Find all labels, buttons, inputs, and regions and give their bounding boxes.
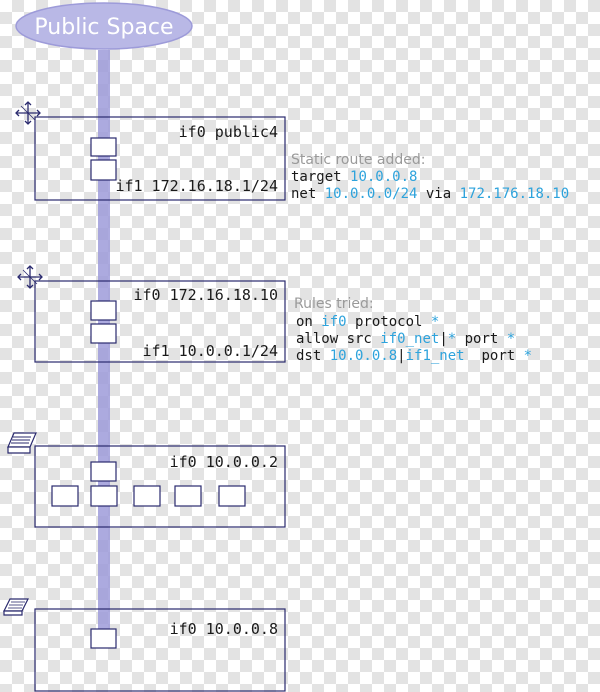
port-if0 [90,461,117,482]
note-segment: * [507,331,515,347]
node-router-2[interactable]: if0 172.16.18.10 if1 10.0.0.1/24 [34,280,286,363]
note-segment: 10.0.0.0/24 [325,186,418,202]
switch-port [218,485,246,507]
note-title: Static route added: [291,152,426,168]
note-segment: if0 [321,314,346,330]
node-label-if0: if0 10.0.0.8 [170,620,278,638]
note-segment: if1_net [406,348,465,364]
node-box [34,280,286,363]
note-segment: if0_net [380,331,439,347]
note-segment: * [448,331,456,347]
note-segment: protocol [347,314,431,330]
note-segment: port [465,348,524,364]
switch-icon [7,432,37,454]
note-segment: * [431,314,439,330]
node-label-if0: if0 public4 [179,123,278,141]
node-label-if1: if1 172.16.18.1/24 [115,177,278,195]
node-box [34,608,286,692]
port-if1 [90,159,117,181]
note-segment: allow src [296,331,380,347]
note-segment: | [397,348,405,364]
note-segment: target [291,169,350,185]
note-line-target: target 10.0.0.8 [291,169,417,185]
port-if0 [90,300,117,321]
note-line-dst: dst 10.0.0.8|if1_net port * [296,348,532,364]
cloud-label: Public Space [34,15,173,40]
note-title: Rules tried: [294,296,374,312]
node-box [34,116,286,201]
note-line-on: on if0 protocol * [296,314,439,330]
switch-port [90,485,118,507]
port-if1 [90,323,117,344]
note-segment: 10.0.0.8 [330,348,397,364]
rules-note: Rules tried: on if0 protocol * allow src… [294,296,532,364]
cloud-shape [15,2,193,50]
note-segment: net [291,186,325,202]
node-label-if0: if0 10.0.0.2 [170,453,278,471]
node-label-if1: if1 10.0.0.1/24 [143,342,278,360]
note-line-allow: allow src if0_net|* port * [296,331,515,347]
static-route-note: Static route added: target 10.0.0.8 net … [291,152,569,202]
note-segment: on [296,314,321,330]
note-segment: * [524,348,532,364]
note-segment: dst [296,348,330,364]
port-if0 [90,628,117,649]
note-segment: 172.176.18.10 [460,186,570,202]
switch-port [133,485,161,507]
note-line-net: net 10.0.0.0/24 via 172.176.18.10 [291,186,569,202]
public-space-cloud: Public Space [15,2,193,50]
node-switch[interactable]: if0 10.0.0.2 [34,445,286,528]
router-icon [17,265,43,289]
note-segment: | [439,331,447,347]
node-box [34,445,286,528]
port-if0 [90,137,117,157]
note-segment: port [456,331,507,347]
node-host[interactable]: if0 10.0.0.8 [34,608,286,692]
note-segment: 10.0.0.8 [350,169,417,185]
host-icon [3,598,29,616]
switch-port [174,485,202,507]
switch-port [51,485,79,507]
router-icon [15,101,41,125]
node-router-1[interactable]: if0 public4 if1 172.16.18.1/24 [34,116,286,201]
note-segment: via [417,186,459,202]
node-label-if0: if0 172.16.18.10 [134,286,279,304]
